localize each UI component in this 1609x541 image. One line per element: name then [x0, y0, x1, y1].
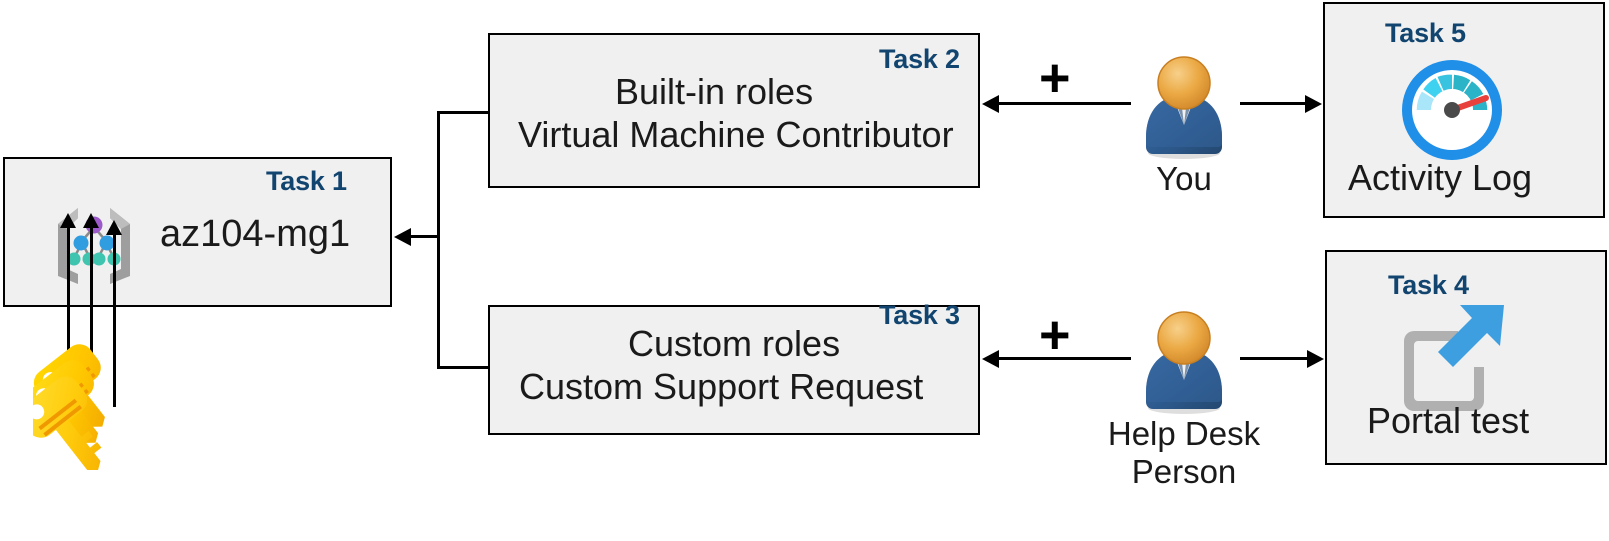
external-link-icon	[1396, 305, 1508, 415]
gauge-icon	[1399, 57, 1505, 163]
task1-text: az104-mg1	[160, 213, 351, 255]
task4-box[interactable]	[1325, 250, 1607, 465]
plus-bottom: +	[1039, 305, 1071, 365]
helpdesk-to-task3-shaft	[999, 357, 1131, 360]
key-arrow-head-3	[106, 220, 122, 235]
task3-label: Task 3	[879, 300, 960, 330]
task1-label: Task 1	[266, 166, 347, 196]
connector-task3-stub	[437, 366, 490, 369]
connector-task2-stub	[437, 111, 490, 114]
task3-line2: Custom Support Request	[519, 366, 924, 407]
you-to-task5-arrowhead	[1305, 95, 1322, 113]
helpdesk-avatar	[1137, 310, 1232, 415]
task5-text: Activity Log	[1348, 157, 1533, 198]
key-arrow-shaft-2	[90, 225, 93, 380]
task2-line2: Virtual Machine Contributor	[518, 114, 954, 155]
you-to-task2-shaft	[999, 102, 1131, 105]
helpdesk-to-task4-arrowhead	[1307, 350, 1324, 368]
task2-line1: Built-in roles	[615, 71, 814, 112]
you-caption: You	[1156, 160, 1212, 197]
key-arrow-shaft-1	[67, 225, 70, 355]
key-arrow-head-2	[83, 213, 99, 228]
task3-box[interactable]	[488, 305, 980, 435]
keys-icon	[19, 340, 163, 471]
task4-text: Portal test	[1367, 400, 1530, 441]
key-arrow-shaft-3	[113, 232, 116, 407]
task2-box[interactable]	[488, 33, 980, 188]
you-to-task2-arrowhead	[982, 95, 999, 113]
task2-label: Task 2	[879, 44, 960, 74]
connector-to-task1-arrowhead	[394, 228, 411, 246]
task3-line1: Custom roles	[628, 323, 841, 364]
helpdesk-to-task4-shaft	[1240, 357, 1308, 360]
task4-label: Task 4	[1388, 270, 1469, 300]
helpdesk-to-task3-arrowhead	[982, 350, 999, 368]
you-to-task5-shaft	[1240, 102, 1306, 105]
key-arrow-head-1	[60, 213, 76, 228]
connector-to-task1-shaft	[411, 235, 440, 238]
task5-label: Task 5	[1385, 18, 1466, 48]
you-avatar	[1137, 55, 1232, 160]
connector-vertical-spine	[437, 111, 440, 369]
helpdesk-caption: Help Desk Person	[1107, 415, 1261, 490]
plus-top: +	[1039, 48, 1071, 108]
